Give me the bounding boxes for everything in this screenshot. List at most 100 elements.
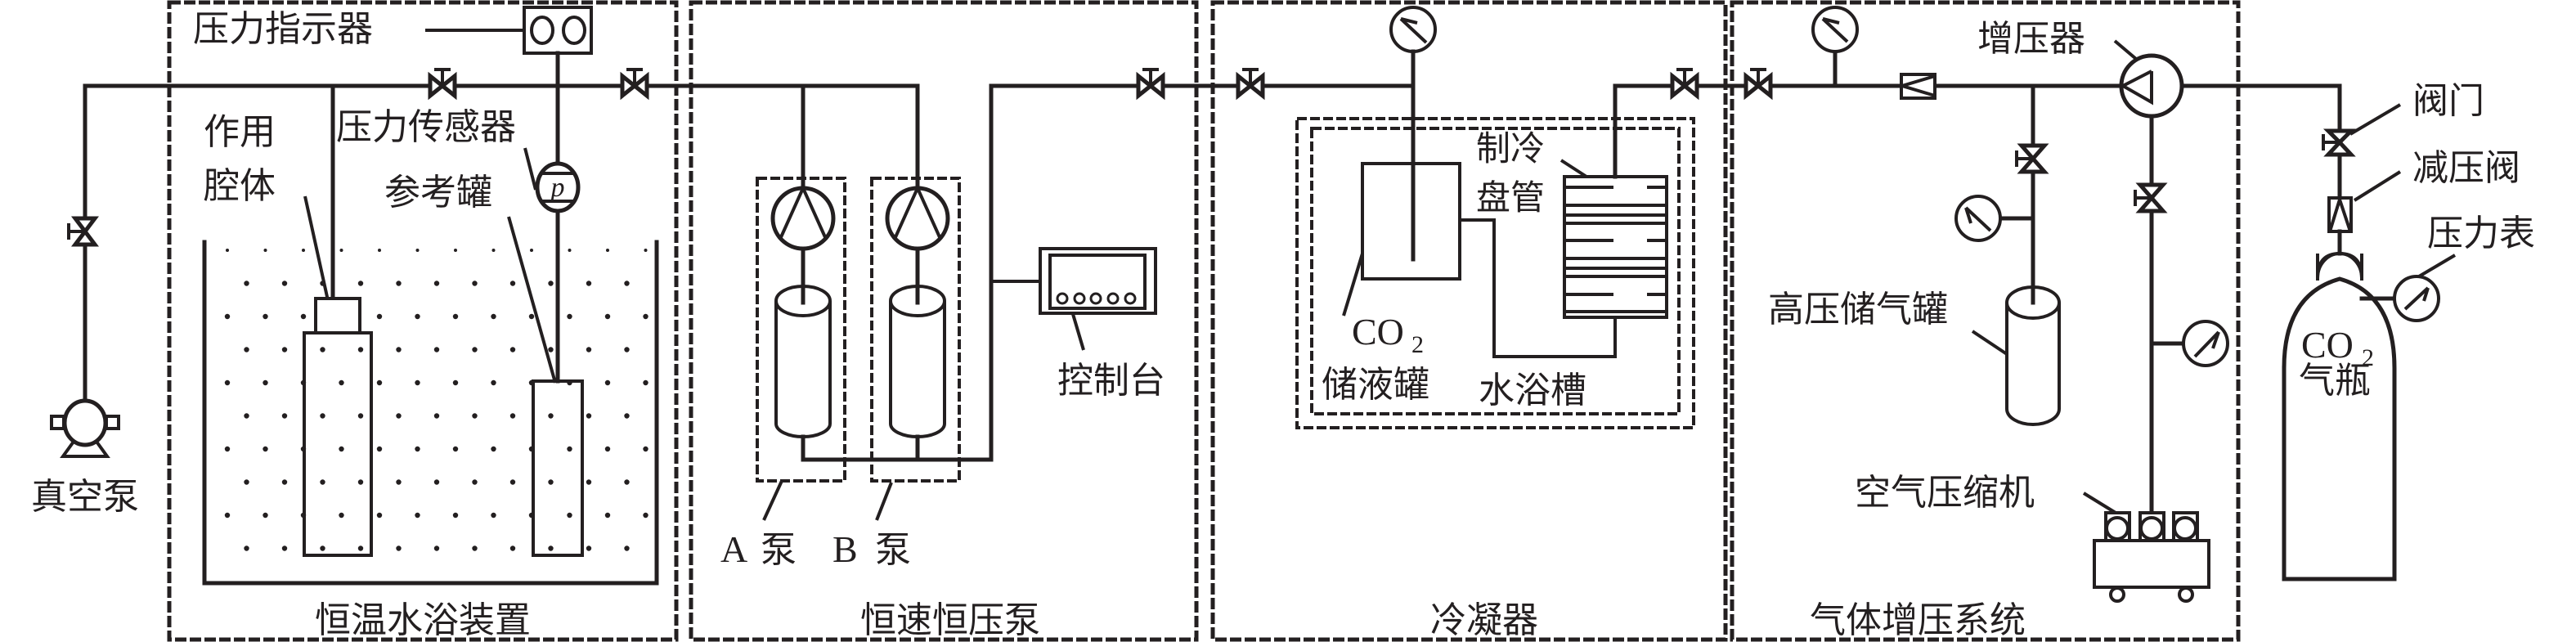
water-dot (376, 379, 383, 386)
label-reducing-valve: 减压阀 (2412, 147, 2520, 189)
water-dot (624, 413, 630, 419)
water-dot (567, 512, 572, 519)
water-dot (472, 347, 478, 352)
water-dot (472, 413, 478, 419)
water-dot (376, 512, 383, 519)
water-dot (226, 249, 229, 252)
water-dot (472, 545, 478, 551)
water-dot (643, 379, 648, 386)
section-title-water-bath: 恒温水浴装置 (315, 599, 531, 641)
water-dot (339, 249, 343, 252)
water-dot (396, 413, 402, 419)
water-dot (320, 545, 325, 551)
reducing-valve-icon[interactable] (2327, 194, 2353, 233)
main-pipeline (83, 83, 2342, 462)
label-pump-a-letter: A (720, 528, 747, 570)
water-dot (624, 545, 630, 551)
label-water-tank: 水浴槽 (1479, 370, 1586, 411)
water-dot (357, 479, 364, 485)
leader-cooling-coil (1560, 159, 1588, 178)
valve-booster-inlet[interactable] (1744, 68, 1773, 101)
pressure-gauge-cylinder-icon (2393, 275, 2440, 322)
water-dot (509, 545, 516, 551)
valve-chamber-inlet[interactable] (428, 68, 457, 101)
water-dot (491, 313, 496, 320)
water-dot (339, 446, 344, 452)
water-dot (452, 313, 459, 320)
water-dot (606, 249, 609, 252)
water-dot (586, 479, 592, 485)
water-dot (548, 413, 554, 419)
section-title-condenser: 冷凝器 (1430, 599, 1538, 641)
water-dot (604, 446, 611, 452)
water-dot (509, 479, 516, 485)
water-dot (509, 413, 516, 419)
air-compressor-icon (2093, 511, 2210, 603)
leader-console (1071, 313, 1085, 351)
console-icon[interactable] (1039, 247, 1157, 315)
pressure-gauge-booster-inlet-icon (1811, 6, 1859, 53)
water-dot (433, 413, 440, 419)
water-dot (415, 313, 420, 320)
water-dot (263, 249, 267, 252)
valve-vacuum[interactable] (67, 216, 99, 247)
section-title-booster: 气体增压系统 (1810, 599, 2026, 641)
leader-reducing-valve (2353, 170, 2402, 202)
valve-hp-tank[interactable] (2015, 143, 2049, 174)
pressure-gauge-condenser-icon (1389, 6, 1437, 53)
label-pump-a-word: 泵 (761, 529, 797, 571)
pump-a-icon (770, 184, 836, 462)
water-dot (624, 347, 630, 352)
leader-liquid-tank (1342, 253, 1364, 317)
sensor-symbol: p (550, 173, 565, 203)
pump-b-box (870, 177, 961, 483)
label-cylinder: 气瓶 (2299, 360, 2371, 402)
water-dot (302, 249, 305, 252)
water-dot (244, 479, 249, 485)
leader-booster (2113, 39, 2138, 61)
water-dot (509, 281, 516, 286)
valve-condenser-inlet[interactable] (1236, 68, 1265, 101)
check-valve-icon (1896, 73, 1936, 100)
water-dot (454, 249, 457, 252)
label-vacuum-pump: 真空泵 (31, 476, 139, 518)
water-dot (263, 313, 268, 320)
label-booster: 增压器 (1977, 18, 2085, 60)
vacuum-pump-icon (50, 398, 120, 458)
water-dot (396, 545, 402, 551)
valve-pump-outlet[interactable] (1136, 68, 1165, 101)
water-dot (452, 446, 459, 452)
water-bath-vessel (202, 240, 659, 586)
water-dot (281, 281, 288, 286)
label-air-compressor: 空气压缩机 (1855, 472, 2035, 514)
water-dot (548, 281, 554, 286)
water-dot (604, 379, 611, 386)
water-tank-box (1310, 127, 1681, 415)
label-console: 控制台 (1057, 360, 1165, 402)
label-cooling-coil-line2: 盘管 (1476, 177, 1545, 218)
water-dot (281, 545, 288, 551)
water-dot (586, 545, 592, 551)
water-dot (491, 512, 496, 519)
water-dot (568, 249, 572, 252)
water-dot (586, 413, 592, 419)
leader-pump-a (762, 480, 783, 521)
water-dot (644, 249, 648, 252)
water-dot (357, 281, 364, 286)
valve-condenser-outlet[interactable] (1670, 68, 1699, 101)
label-liquid-tank: 储液罐 (1322, 364, 1429, 406)
leader-pump-b (875, 482, 893, 521)
water-dot (396, 347, 402, 352)
label-hp-tank: 高压储气罐 (1768, 289, 1948, 330)
valve-section1-outlet[interactable] (620, 68, 649, 101)
water-dot (263, 446, 268, 452)
label-reference-tank: 参考罐 (384, 172, 492, 213)
water-dot (396, 281, 402, 286)
water-dot (643, 446, 648, 452)
leader-pressure-gauge (2417, 254, 2457, 278)
valve-compressor[interactable] (2134, 182, 2168, 213)
pressure-sensor-icon: p (535, 161, 581, 213)
valve-cylinder[interactable] (2322, 128, 2357, 157)
water-dot (415, 379, 420, 386)
